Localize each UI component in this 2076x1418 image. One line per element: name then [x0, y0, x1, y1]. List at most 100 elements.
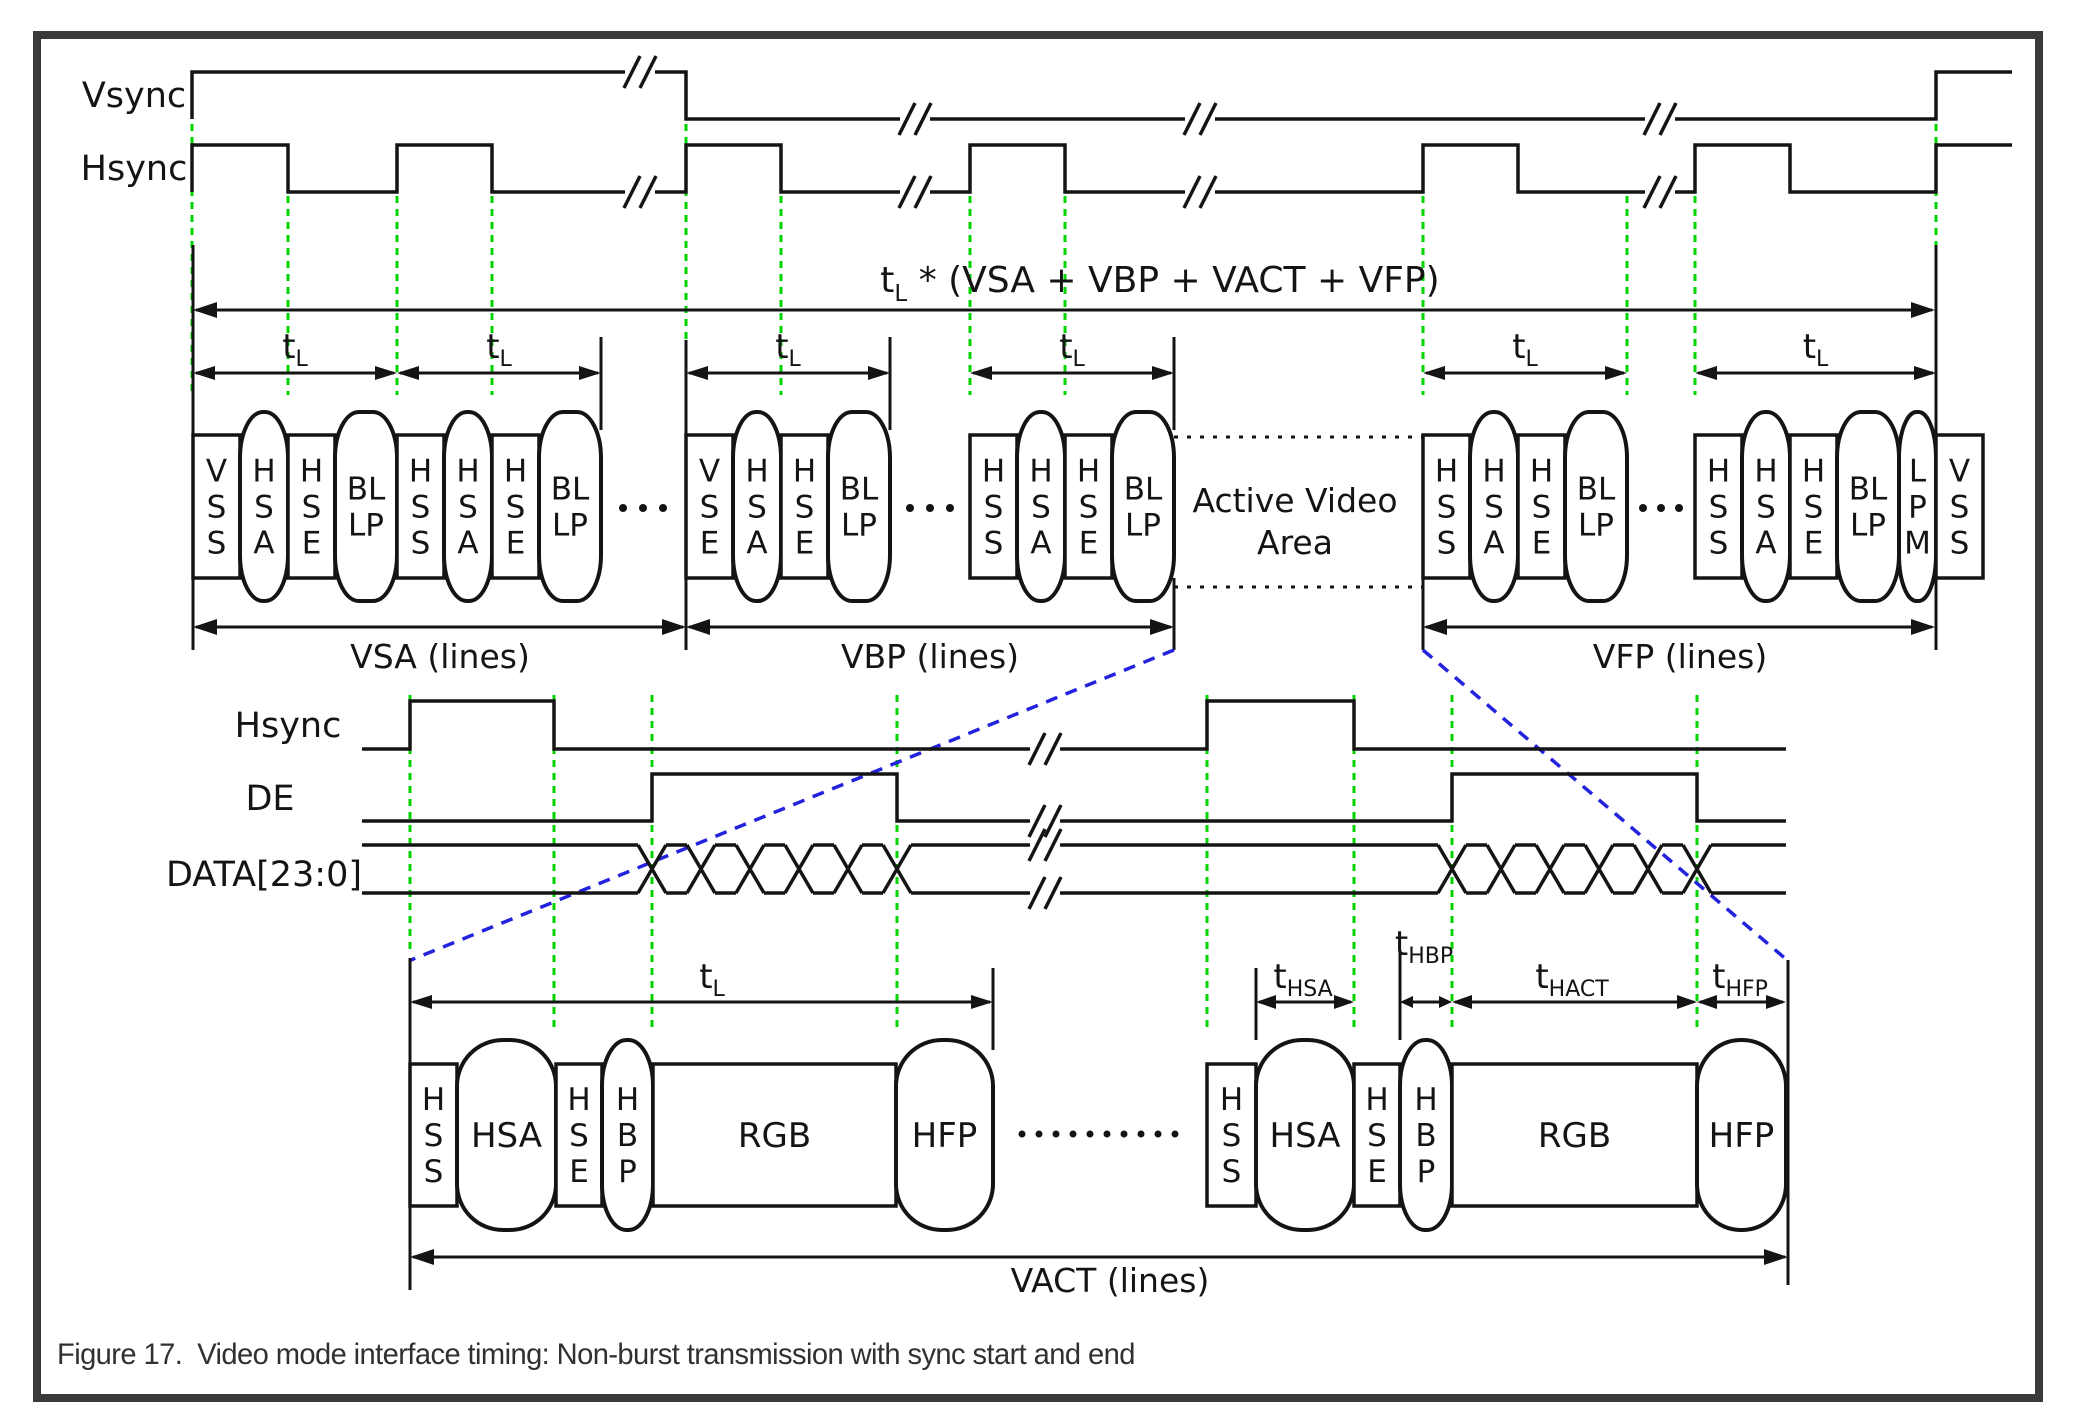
frame-formula-label-part0: t	[880, 260, 894, 301]
packet-label-lpm-line2: M	[1904, 526, 1931, 562]
packet-label-hsa-line0: H	[745, 454, 768, 490]
packet-label-hsa-line2: A	[1483, 526, 1504, 562]
thact-label: tHACT	[1535, 957, 1609, 1002]
vsync-waveform	[190, 70, 2012, 121]
thsa-label-part0: t	[1273, 957, 1286, 997]
packet-label-hss-line0: H	[1707, 454, 1730, 490]
line-time-label-4-part1: L	[1526, 347, 1539, 372]
packet-label-rgb: RGB	[1538, 1116, 1611, 1156]
packet-label-hse-line0: H	[1365, 1082, 1388, 1118]
line-ellipsis-dot9	[1171, 1130, 1179, 1138]
packet-label-vss-line1: S	[1950, 490, 1970, 526]
packet-label-hbp-line1: B	[1415, 1118, 1436, 1154]
data-top-break-slash2-icon	[1043, 828, 1063, 862]
packet-label-hsa-line2: A	[253, 526, 274, 562]
thact-arrow-right-arrowhead-icon	[1677, 995, 1697, 1009]
line-ellipsis-dot7	[1137, 1130, 1145, 1138]
packet-bllp	[1563, 410, 1629, 603]
packet-hfp	[1695, 1038, 1788, 1232]
packet-label-hse-line2: E	[1532, 526, 1552, 562]
thfp-label: tHFP	[1712, 957, 1768, 1002]
packet-bllp	[1110, 410, 1176, 603]
line-time-arrow-5-left-arrowhead-icon	[1695, 366, 1717, 380]
vsa-section-arrow-left-arrowhead-icon	[193, 619, 217, 635]
vbp-ellipsis-dot0	[906, 504, 914, 512]
packet-label-hss-line1: S	[1709, 490, 1729, 526]
vsa-ellipsis-dot1	[639, 504, 647, 512]
line-ellipsis-dot1	[1035, 1130, 1043, 1138]
packet-label-hss-line2: S	[984, 526, 1004, 562]
vsa-section-label-part0: VSA (lines)	[350, 637, 530, 676]
frame-formula-label: tL * (VSA + VBP + VACT + VFP)	[880, 260, 1439, 307]
thsa-label-part1: HSA	[1287, 977, 1333, 1002]
hsync-bottom-waveform	[362, 699, 1786, 751]
vfp-ellipsis-dot1	[1657, 504, 1665, 512]
line-time-label-5-part1: L	[1816, 347, 1829, 372]
hsync-top-waveform	[190, 143, 2012, 194]
packet-label-hse-line1: S	[302, 490, 322, 526]
packet-label-hse-line0: H	[567, 1082, 590, 1118]
vfp-ellipsis-dot0	[1639, 504, 1647, 512]
hsync-top-break-4-slash2-icon	[1658, 175, 1678, 209]
frame-total-arrow-right-arrowhead-icon	[1911, 302, 1935, 318]
vact-arrow-left-arrowhead-icon	[410, 1249, 434, 1265]
vbp-section-label-part0: VBP (lines)	[841, 637, 1019, 676]
packet-label-bllp-line0: BL	[840, 472, 879, 508]
tl-bottom-arrow-left-arrowhead-icon	[410, 995, 432, 1009]
packet-hse	[286, 433, 337, 580]
vfp-section-label-part0: VFP (lines)	[1593, 637, 1767, 676]
packet-label-hse-line1: S	[795, 490, 815, 526]
vfp-section-label: VFP (lines)	[1593, 637, 1767, 676]
packet-bllp	[537, 410, 603, 603]
thbp-label-part0: t	[1395, 924, 1408, 964]
vact-label-part0: VACT (lines)	[1011, 1261, 1210, 1300]
packet-vse	[684, 433, 735, 580]
line-time-label-5-part0: t	[1803, 327, 1816, 367]
line-time-arrow-2-right-arrowhead-icon	[868, 366, 890, 380]
line-ellipsis-dot8	[1154, 1130, 1162, 1138]
packet-label-hse-line1: S	[569, 1118, 589, 1154]
packet-label-bllp-line0: BL	[1849, 472, 1888, 508]
vbp-ellipsis-dot1	[926, 504, 934, 512]
packet-label-hsa-line2: A	[457, 526, 478, 562]
thact-arrow-left-arrowhead-icon	[1452, 995, 1472, 1009]
packet-label-hss-line2: S	[1437, 526, 1457, 562]
line-time-arrow-3-right-arrowhead-icon	[1152, 366, 1174, 380]
packet-rgb	[1450, 1062, 1699, 1208]
packet-label-bllp-line0: BL	[551, 472, 590, 508]
de-signal-label-part0: DE	[245, 779, 294, 819]
packet-label-hsa-line2: A	[1755, 526, 1776, 562]
thfp-arrow-left-arrowhead-icon	[1697, 995, 1717, 1009]
vsa-ellipsis-dot0	[619, 504, 627, 512]
vsync-break-2-slash1-icon	[897, 102, 917, 136]
packet-label-hse-line2: E	[1079, 526, 1099, 562]
packet-label-hss-line1: S	[984, 490, 1004, 526]
line-time-label-1: tL	[486, 327, 512, 372]
vsync-break-2-slash2-icon	[913, 102, 933, 136]
line-time-label-3-part0: t	[1059, 327, 1072, 367]
packet-hss	[1421, 433, 1472, 580]
hsync-top-break-4-slash1-icon	[1642, 175, 1662, 209]
active-area-label-line2-part0: Area	[1257, 523, 1333, 562]
frame-formula-label-part1: L	[894, 281, 907, 307]
packet-label-hse-line1: S	[506, 490, 526, 526]
packet-label-hbp-line1: B	[617, 1118, 638, 1154]
packet-label-lpm-line1: P	[1908, 490, 1927, 526]
packet-hfp	[894, 1038, 995, 1232]
line-time-label-3: tL	[1059, 327, 1085, 372]
line-time-arrow-3-left-arrowhead-icon	[970, 366, 992, 380]
line-time-arrow-2-left-arrowhead-icon	[686, 366, 708, 380]
packet-label-hse-line0: H	[300, 454, 323, 490]
packet-label-hse-line0: H	[504, 454, 527, 490]
data-bus-signal-label: DATA[23:0]	[166, 855, 362, 895]
vsa-section-label: VSA (lines)	[350, 637, 530, 676]
hsync-top-break-1-slash2-icon	[638, 175, 658, 209]
packet-label-hsa: HSA	[1269, 1116, 1340, 1156]
packet-label-hse-line0: H	[1530, 454, 1553, 490]
thact-label-part1: HACT	[1549, 977, 1610, 1002]
packet-label-hse-line2: E	[302, 526, 322, 562]
vsync-signal-label-part0: Vsync	[82, 76, 186, 116]
line-time-label-3-part1: L	[1073, 347, 1086, 372]
de-break-slash2-icon	[1043, 804, 1063, 838]
